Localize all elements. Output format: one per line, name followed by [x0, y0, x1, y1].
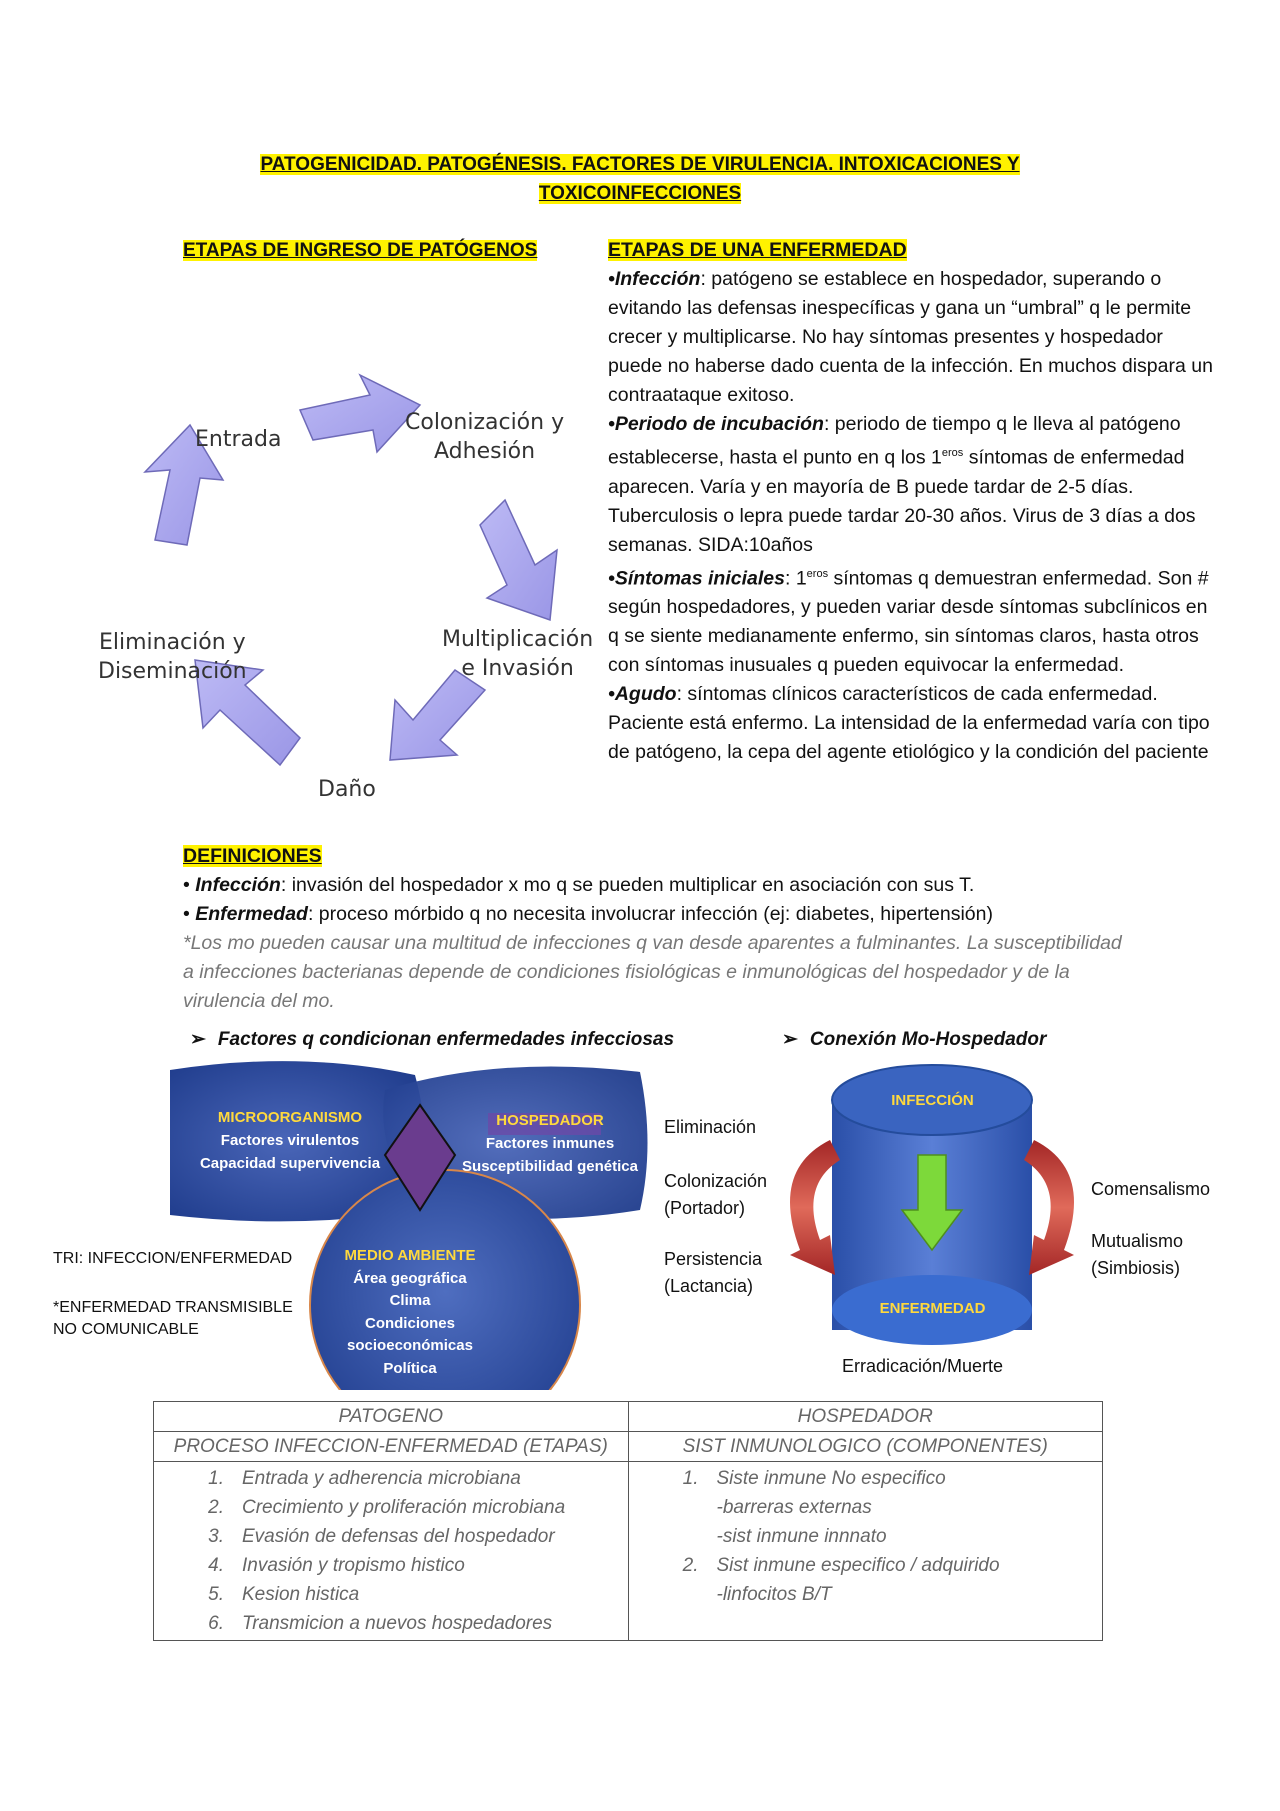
- cycle-arrow-bottom-right: [389, 669, 487, 761]
- arrow-bullet-icon: ➢: [782, 1029, 798, 1050]
- table-list-item: 1.Entrada y adherencia microbiana: [208, 1468, 521, 1489]
- eliminacion-text: Eliminación: [664, 1117, 757, 1137]
- arrow-bullet-icon: ➢: [190, 1029, 206, 1050]
- enfermedad-ellipse: [832, 1275, 1032, 1345]
- table-header-hospedador: HOSPEDADOR: [627, 1401, 1103, 1432]
- green-down-arrow: [900, 1154, 964, 1252]
- cycle-label-entrada: Entrada: [195, 427, 282, 452]
- table-header-patogeno: PATOGENO: [153, 1401, 629, 1432]
- page-title: PATOGENICIDAD. PATOGÉNESIS. FACTORES DE …: [150, 150, 1130, 208]
- cycle-arrow-bottom-left: [194, 659, 301, 767]
- table-subheader-proceso: PROCESO INFECCION-ENFERMEDAD (ETAPAS): [153, 1431, 629, 1462]
- title-line-1: PATOGENICIDAD. PATOGÉNESIS. FACTORES DE …: [260, 154, 1020, 175]
- comensalismo-text: Comensalismo: [1091, 1179, 1211, 1199]
- definitions-heading: DEFINICIONES: [183, 845, 322, 867]
- stage-incubacion: •Periodo de incubación: periodo de tiemp…: [608, 413, 1196, 556]
- cycle-diagram: [143, 373, 558, 767]
- stage-sintomas: •Síntomas iniciales: 1eros síntomas q de…: [608, 567, 1209, 676]
- micro-label: MICROORGANISMO Factores virulentos Capac…: [199, 1109, 381, 1172]
- left-heading: ETAPAS DE INGRESO DE PATÓGENOS: [183, 240, 538, 262]
- cycle-arrow-top: [298, 373, 422, 454]
- cycle-arrow-right: [479, 498, 558, 622]
- table-list-item: 3.Evasión de defensas del hospedador: [208, 1526, 555, 1547]
- left-red-arrow: [790, 1140, 840, 1275]
- definition-infeccion: • Infección: invasión del hospedador x m…: [183, 874, 975, 896]
- mutualismo-text: Mutualismo(Simbiosis): [1091, 1231, 1184, 1278]
- venn-diagram: [170, 1061, 648, 1390]
- connection-diagram: [790, 1064, 1074, 1345]
- table-list-item: 4.Invasión y tropismo histico: [208, 1555, 465, 1576]
- env-label: MEDIO AMBIENTE Área geográfica Clima Con…: [344, 1247, 476, 1377]
- erradicacion-text: Erradicación/Muerte: [842, 1356, 1004, 1376]
- tri-text: TRI: INFECCION/ENFERMEDAD: [53, 1250, 293, 1267]
- conexion-heading: ➢Conexión Mo-Hospedador: [782, 1029, 1047, 1050]
- table-list-item: 6.Transmicion a nuevos hospedadores: [208, 1613, 553, 1634]
- definitions-note: *Los mo pueden causar una multitud de in…: [183, 932, 1122, 1012]
- table-cell-immune: 1.Siste inmune No especifico -barreras e…: [627, 1461, 1103, 1641]
- left-heading-text: ETAPAS DE INGRESO DE PATÓGENOS: [183, 240, 538, 261]
- venn-intersection: [383, 1103, 457, 1212]
- factores-heading: ➢Factores q condicionan enfermedades inf…: [190, 1029, 675, 1050]
- colonizacion-text: Colonización(Portador): [664, 1171, 768, 1218]
- table-list-item: 5.Kesion histica: [208, 1584, 360, 1605]
- table-list-item: 1.Siste inmune No especifico: [682, 1468, 946, 1489]
- persistencia-text: Persistencia(Lactancia): [664, 1249, 763, 1296]
- table-subheader-sistema: SIST INMUNOLOGICO (COMPONENTES): [627, 1431, 1103, 1462]
- table-sub-item: -linfocitos B/T: [716, 1584, 832, 1605]
- summary-table: PATOGENO HOSPEDADOR PROCESO INFECCION-EN…: [153, 1401, 1103, 1641]
- infeccion-label: INFECCIÓN: [891, 1092, 974, 1109]
- title-line-2: TOXICOINFECCIONES: [538, 183, 742, 204]
- cycle-arrow-left: [143, 423, 225, 546]
- enfermedad-label: ENFERMEDAD: [879, 1300, 986, 1317]
- definition-enfermedad: • Enfermedad: proceso mórbido q no neces…: [183, 903, 993, 925]
- host-label: HOSPEDADOR Factores inmunes Susceptibili…: [462, 1112, 638, 1175]
- right-heading: ETAPAS DE UNA ENFERMEDAD: [608, 239, 907, 261]
- definitions-section: DEFINICIONES • Infección: invasión del h…: [183, 842, 1123, 1016]
- table-list-item: 2.Sist inmune especifico / adquirido: [682, 1555, 1000, 1576]
- table-sub-item: -barreras externas: [716, 1497, 872, 1518]
- stage-infeccion: •Infección: patógeno se establece en hos…: [608, 268, 1213, 406]
- right-red-arrow: [1024, 1140, 1074, 1275]
- stages-section: ETAPAS DE UNA ENFERMEDAD •Infección: pat…: [608, 236, 1218, 767]
- table-cell-stages: 1.Entrada y adherencia microbiana 2.Crec…: [153, 1461, 629, 1641]
- table-list-item: 2.Crecimiento y proliferación microbiana: [208, 1497, 566, 1518]
- venn-microorganismo: [170, 1061, 427, 1222]
- infeccion-ellipse: [831, 1064, 1033, 1136]
- stage-agudo: •Agudo: síntomas clínicos característico…: [608, 683, 1210, 763]
- table-sub-item: -sist inmune innnato: [716, 1526, 887, 1547]
- transmissible-text: *ENFERMEDAD TRANSMISIBLE NO COMUNICABLE: [53, 1299, 293, 1338]
- cycle-label-dano: Daño: [318, 777, 376, 802]
